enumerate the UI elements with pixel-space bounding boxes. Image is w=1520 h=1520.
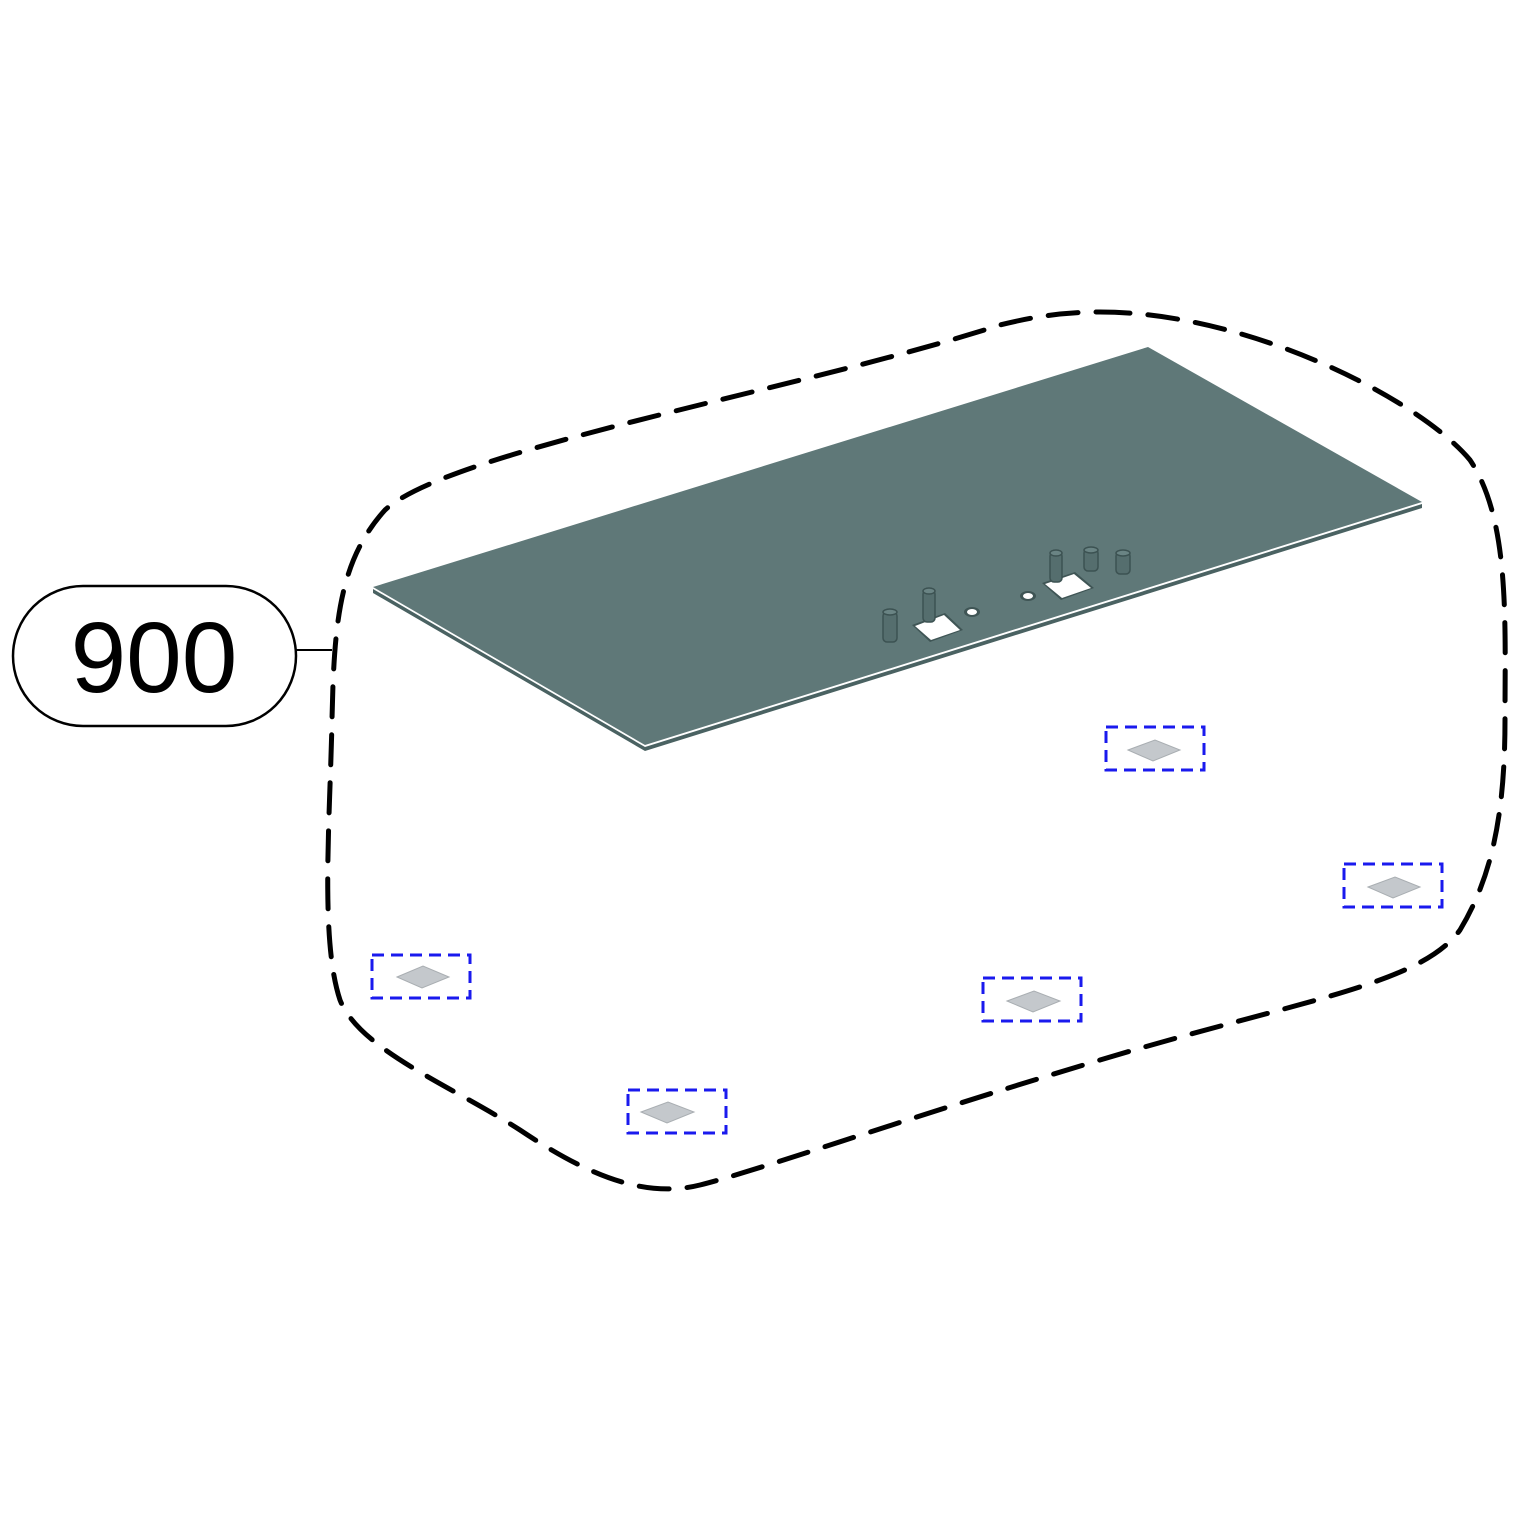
pad-4 [981, 976, 1083, 1023]
pad-group [370, 725, 1444, 1135]
reference-label-900: 900 [11, 584, 298, 728]
pad-3 [370, 953, 472, 1000]
pad-1 [1104, 725, 1206, 772]
pad-5 [626, 1088, 728, 1135]
pad-shape [1366, 876, 1422, 899]
assembly-boundary-dashed [325, 309, 1508, 1192]
pad-shape [395, 965, 451, 989]
pad-shape [1126, 739, 1182, 762]
plate [373, 347, 1422, 751]
reference-label-text: 900 [71, 602, 238, 714]
standoff-posts [882, 546, 1131, 643]
pad-shape [1005, 990, 1062, 1013]
plate-top-face [373, 347, 1422, 745]
pad-shape [639, 1101, 696, 1124]
pad-2 [1342, 862, 1444, 909]
